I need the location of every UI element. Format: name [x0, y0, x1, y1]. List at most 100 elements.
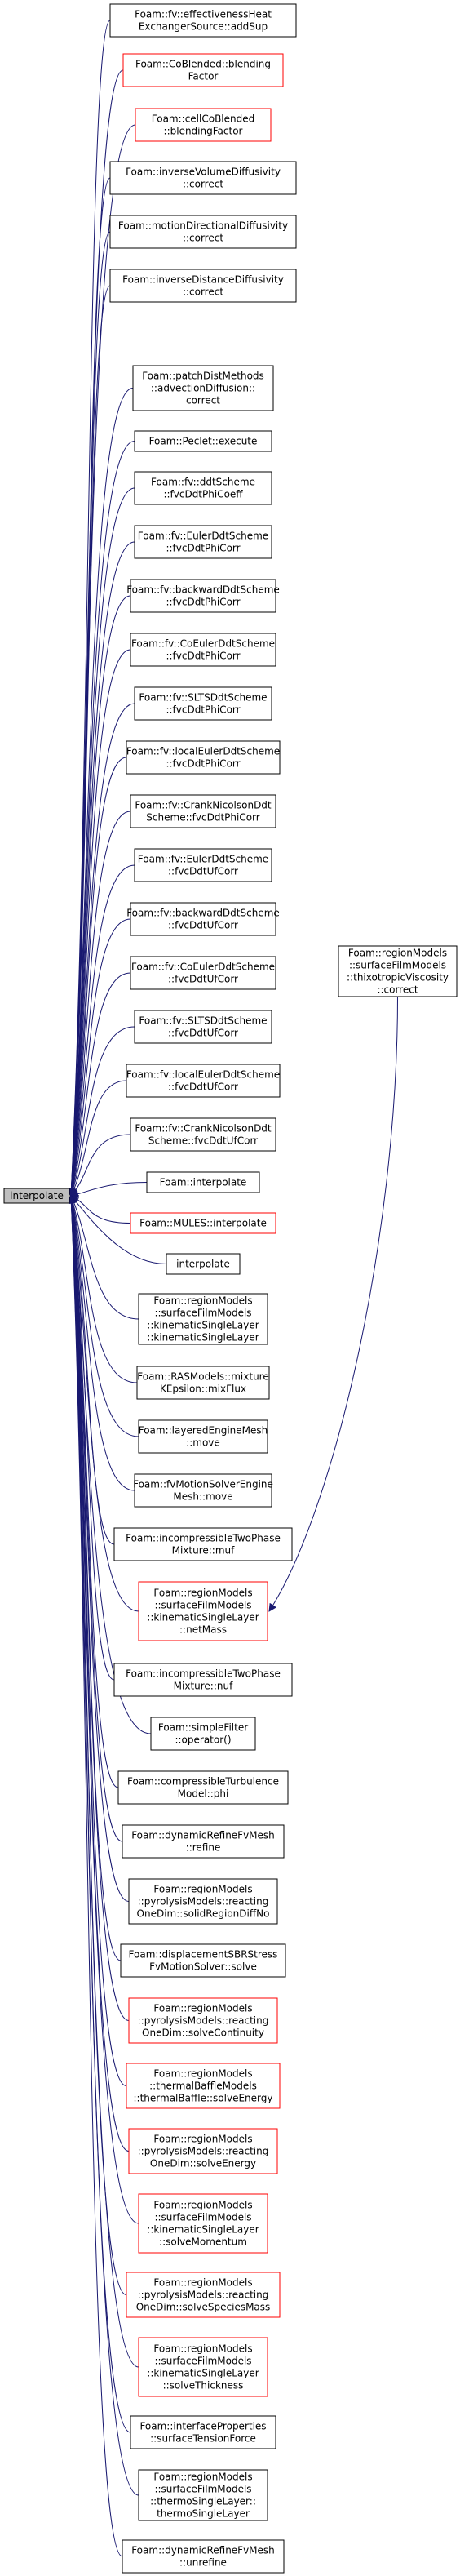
node-label: ::thixotropicViscosity [347, 972, 449, 984]
caller-node[interactable]: Foam::regionModels::surfaceFilmModels::k… [138, 1581, 268, 1641]
caller-node[interactable]: Foam::layeredEngineMesh::move [138, 1419, 268, 1454]
node-label: interpolate [176, 1259, 230, 1270]
caller-node[interactable]: Foam::dynamicRefineFvMesh::unrefine [122, 2539, 285, 2574]
node-label: KEpsilon::mixFlux [160, 1383, 246, 1395]
caller-node[interactable]: Foam::fv::EulerDdtScheme::fvcDdtPhiCorr [134, 525, 272, 559]
node-box [132, 365, 274, 411]
caller-node[interactable]: Foam::fv::backwardDdtScheme::fvcDdtUfCor… [126, 902, 280, 936]
caller-node[interactable]: Foam::regionModels::pyrolysisModels::rea… [128, 1878, 278, 1925]
caller-node[interactable]: Foam::fv::CoEulerDdtScheme::fvcDdtPhiCor… [130, 633, 276, 667]
call-edge [68, 1195, 139, 1612]
call-edge [68, 1195, 115, 1545]
caller-node[interactable]: Foam::dynamicRefineFvMesh::refine [122, 1824, 285, 1859]
caller-node[interactable]: Foam::regionModels::surfaceFilmModels::k… [138, 2337, 268, 2397]
node-label: Foam::fv::effectivenessHeat [135, 9, 272, 20]
root-node[interactable]: interpolate [3, 1188, 70, 1204]
node-box [130, 1117, 276, 1152]
call-edge [69, 1195, 139, 1437]
caller-node[interactable]: Foam::inverseVolumeDiffusivity::correct [109, 161, 297, 195]
caller-node[interactable]: interpolate [166, 1253, 241, 1275]
call-edge [68, 811, 131, 1197]
node-label: interpolate [10, 1190, 64, 1201]
node-label: ::correct [183, 286, 223, 298]
caller-node[interactable]: Foam::inverseDistanceDiffusivity::correc… [109, 269, 297, 303]
caller-node[interactable]: Foam::motionDirectionalDiffusivity::corr… [109, 215, 297, 249]
caller-node[interactable]: Foam::patchDistMethods::advectionDiffusi… [132, 365, 274, 411]
node-box [130, 902, 276, 936]
node-label: Foam::fv::EulerDdtScheme [138, 531, 268, 542]
caller-node[interactable]: Foam::regionModels::thermalBaffleModels:… [126, 2063, 281, 2109]
caller-node[interactable]: Foam::fv::localEulerDdtScheme::fvcDdtUfC… [126, 1064, 281, 1098]
call-edge [70, 1195, 167, 1264]
caller-node[interactable]: Foam::fv::effectivenessHeatExchangerSour… [109, 3, 297, 38]
node-label: Foam::regionModels [348, 948, 447, 959]
node-label: ::kinematicSingleLayer [147, 1612, 259, 1623]
node-label: ::fvcDdtPhiCorr [166, 543, 240, 554]
node-label: ::fvcDdtPhiCorr [166, 597, 240, 608]
node-label: Foam::regionModels [153, 2472, 252, 2483]
node-label: ::surfaceFilmModels [154, 2484, 251, 2495]
caller-node[interactable]: Foam::simpleFilter::operator() [150, 1717, 256, 1751]
caller-node[interactable]: Foam::fv::CrankNicolsonDdtScheme::fvcDdt… [130, 1117, 276, 1152]
caller-node[interactable]: Foam::fv::CoEulerDdtScheme::fvcDdtUfCorr [130, 956, 276, 990]
node-box [138, 1419, 268, 1454]
caller-node[interactable]: Foam::regionModels::pyrolysisModels::rea… [126, 2272, 281, 2318]
caller-node[interactable]: Foam::regionModels::surfaceFilmModels::k… [138, 2193, 268, 2254]
node-label: Foam::displacementSBRStress [129, 1949, 278, 1961]
node-label: Foam::inverseVolumeDiffusivity [126, 167, 281, 178]
node-label: ::surfaceFilmModels [154, 1308, 251, 1319]
caller-node[interactable]: Foam::regionModels::surfaceFilmModels::t… [138, 2469, 268, 2521]
caller-node[interactable]: Foam::regionModels::surfaceFilmModels::t… [338, 945, 458, 997]
node-label: Foam::patchDistMethods [142, 371, 264, 382]
node-label: Foam::regionModels [153, 1884, 252, 1895]
caller-node[interactable]: Foam::MULES::interpolate [130, 1212, 276, 1234]
caller-node[interactable]: Foam::regionModels::pyrolysisModels::rea… [128, 1997, 278, 2044]
node-box [338, 945, 458, 997]
node-box [146, 1171, 260, 1193]
node-label: ::correct [377, 984, 418, 996]
caller-node[interactable]: Foam::fv::EulerDdtScheme::fvcDdtUfCorr [134, 848, 272, 882]
node-label: ::fvcDdtPhiCorr [166, 758, 240, 770]
call-edge [69, 1026, 135, 1197]
caller-node[interactable]: Foam::Peclet::execute [134, 430, 272, 452]
node-label: ::fvcDdtPhiCorr [166, 651, 240, 662]
caller-node[interactable]: Foam::fv::CrankNicolsonDdtScheme::fvcDdt… [130, 794, 276, 828]
caller-node[interactable]: Foam::RASModels::mixtureKEpsilon::mixFlu… [136, 1366, 270, 1400]
node-label: ::thermalBaffle::solveEnergy [134, 2093, 273, 2104]
caller-node[interactable]: Foam::regionModels::pyrolysisModels::rea… [128, 2128, 278, 2174]
caller-node[interactable]: Foam::regionModels::surfaceFilmModels::k… [138, 1293, 268, 1345]
caller-node[interactable]: Foam::CoBlended::blendingFactor [122, 53, 284, 87]
node-box [138, 1293, 268, 1345]
node-label: Foam::motionDirectionalDiffusivity [118, 220, 288, 232]
call-edge [69, 1195, 138, 1383]
node-box [130, 633, 276, 667]
caller-node[interactable]: Foam::fv::SLTSDdtScheme::fvcDdtPhiCorr [134, 686, 272, 721]
caller-node[interactable]: Foam::displacementSBRStressFvMotionSolve… [120, 1943, 286, 1978]
caller-node[interactable]: Foam::cellCoBlended::blendingFactor [135, 108, 272, 142]
caller-node[interactable]: Foam::fv::ddtScheme::fvcDdtPhiCoeff [134, 471, 272, 505]
call-edge [67, 1195, 130, 1902]
call-edge [70, 1080, 127, 1197]
node-label: ::kinematicSingleLayer [147, 1320, 259, 1331]
node-box [109, 215, 297, 249]
caller-node[interactable]: Foam::fv::localEulerDdtScheme::fvcDdtPhi… [126, 740, 281, 775]
node-label: Foam::incompressibleTwoPhase [126, 1668, 281, 1680]
node-label: correct [186, 395, 220, 406]
node-label: Foam::fv::CrankNicolsonDdt [135, 800, 272, 811]
node-label: Foam::Peclet::execute [149, 436, 258, 447]
node-box [130, 1212, 276, 1234]
node-label: Foam::regionModels [153, 2003, 252, 2014]
caller-node[interactable]: Foam::interpolate [146, 1171, 260, 1193]
caller-node[interactable]: Foam::interfaceProperties::surfaceTensio… [130, 2415, 276, 2449]
node-label: ::fvcDdtUfCorr [168, 866, 238, 877]
node-label: ::surfaceFilmModels [154, 2212, 251, 2223]
caller-node[interactable]: Foam::fv::backwardDdtScheme::fvcDdtPhiCo… [126, 579, 280, 613]
node-box [122, 2539, 285, 2574]
node-label: Scheme::fvcDdtPhiCorr [146, 812, 259, 824]
caller-node[interactable]: Foam::fv::SLTSDdtScheme::fvcDdtUfCorr [134, 1010, 272, 1044]
